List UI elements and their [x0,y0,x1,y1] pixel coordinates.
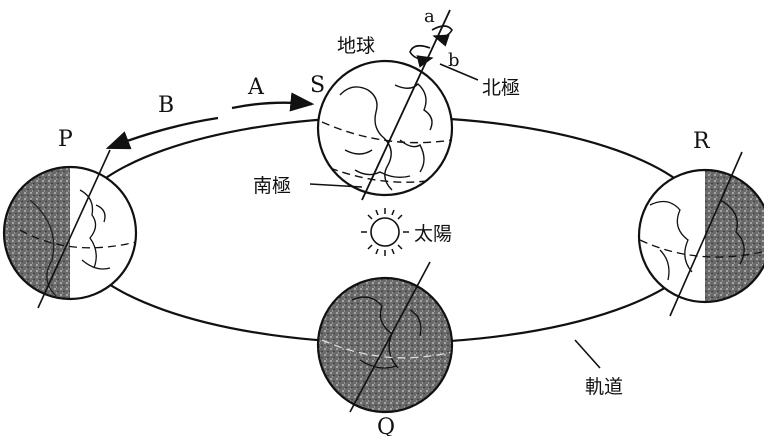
position-label-s: S [310,73,325,98]
earth-label: 地球 [337,35,375,57]
earth-q [318,262,452,412]
sun-label: 太陽 [414,223,452,245]
earth-p [0,150,136,310]
position-label-q: Q [377,415,395,436]
rotation-label-a: a [424,6,435,27]
motion-label-a: A [247,75,265,100]
north-pole-label: 北極 [482,77,520,99]
earth-s [318,61,452,195]
position-label-p: P [58,127,73,152]
motion-label-b: B [158,93,174,118]
earth-r [639,152,764,320]
position-label-r: R [693,129,711,154]
sun-icon [361,208,409,256]
south-pole-label: 南極 [253,175,291,197]
motion-arrow-b [108,118,218,148]
motion-arrow-a [232,103,312,108]
orbit-label: 軌道 [585,376,623,398]
orbit-label-leader [575,340,600,368]
